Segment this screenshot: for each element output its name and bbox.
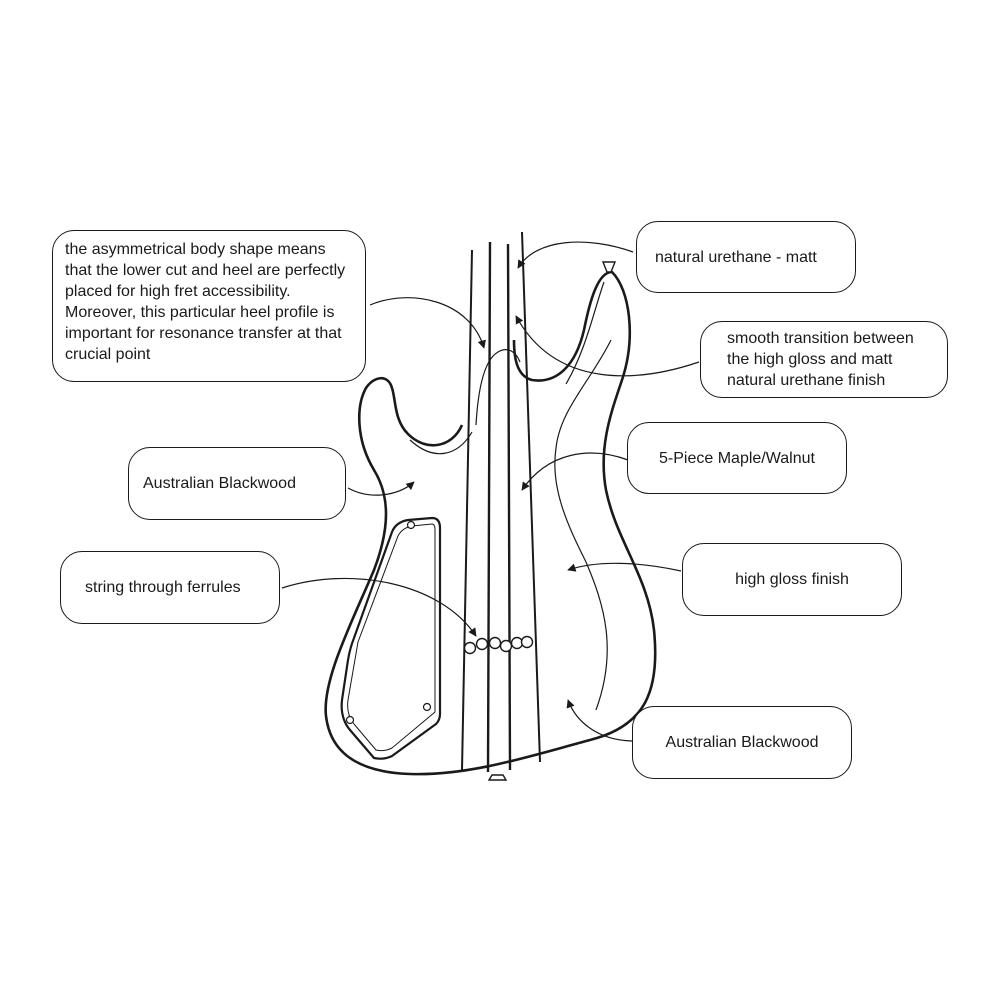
pickguard-screw xyxy=(345,715,355,725)
ferrules xyxy=(463,635,534,655)
ferrule xyxy=(488,636,502,650)
callout-gloss: high gloss finish xyxy=(682,543,902,616)
leader-heel xyxy=(369,297,486,349)
leader-neck xyxy=(521,452,629,491)
callout-blackwood-left: Australian Blackwood xyxy=(128,447,346,520)
strap-button-bottom xyxy=(487,774,508,781)
strap-button-top xyxy=(601,261,617,273)
upper-horn-contour xyxy=(565,281,605,385)
callout-blackwood-right-text: Australian Blackwood xyxy=(665,734,819,751)
heel-contour xyxy=(475,349,521,426)
leader-urethane-matt xyxy=(517,241,634,269)
callout-neck: 5-Piece Maple/Walnut xyxy=(627,422,847,494)
neck-line xyxy=(521,231,541,763)
ferrule xyxy=(510,636,524,650)
leader-ferrules xyxy=(281,577,477,637)
callout-transition: smooth transition between the high gloss… xyxy=(700,321,948,398)
leader-blackwood-right xyxy=(566,699,633,742)
callout-urethane-matt-text: natural urethane - matt xyxy=(655,248,817,266)
pickguard xyxy=(340,516,442,760)
ferrule xyxy=(475,637,489,651)
neck-line xyxy=(486,241,492,773)
ferrule xyxy=(463,641,477,655)
callout-blackwood-left-text: Australian Blackwood xyxy=(143,475,296,492)
callout-transition-text: smooth transition between the high gloss… xyxy=(727,330,914,389)
neck-line xyxy=(461,249,473,771)
callout-neck-text: 5-Piece Maple/Walnut xyxy=(659,449,815,467)
callout-heel-text: the asymmetrical body shape means that t… xyxy=(65,241,346,363)
ferrule xyxy=(520,635,534,649)
callout-gloss-text: high gloss finish xyxy=(735,571,849,588)
finish-transition-line xyxy=(554,339,612,711)
leader-gloss xyxy=(567,562,682,572)
callout-urethane-matt: natural urethane - matt xyxy=(636,221,856,293)
pickguard-screw xyxy=(422,702,432,712)
callout-heel: the asymmetrical body shape means that t… xyxy=(52,230,366,382)
leader-blackwood-left xyxy=(347,481,415,496)
callout-ferrules: string through ferrules xyxy=(60,551,280,624)
callout-blackwood-right: Australian Blackwood xyxy=(632,706,852,779)
callout-ferrules-text: string through ferrules xyxy=(85,579,241,596)
ferrule xyxy=(499,639,513,653)
neck-line xyxy=(506,243,512,771)
leader-transition xyxy=(515,315,700,377)
pickguard-edge xyxy=(347,523,436,752)
pickguard-screw xyxy=(406,520,416,530)
